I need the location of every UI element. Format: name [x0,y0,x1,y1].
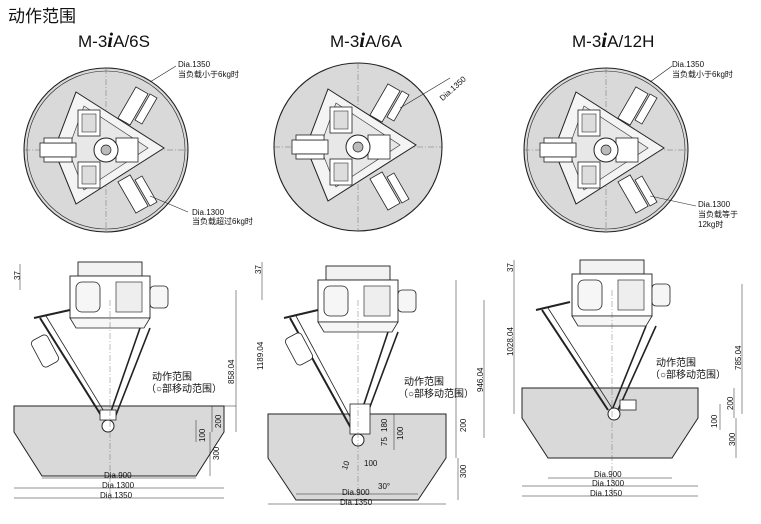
label-6s-load-lt6: 当负载小于6kg时 [178,70,239,79]
label-12h-dia1350: Dia.1350 [672,60,705,69]
side-view-6s [13,261,237,500]
dim-6a-offset100: 100 [364,459,378,468]
dim-6s-858: 858.04 [227,359,236,384]
dim-6a-75: 75 [380,437,389,446]
label-12h-load-lt6: 当负载小于6kg时 [672,70,733,79]
dim-6a-angle: 30° [378,482,391,491]
dim-6s-dia1300: Dia.1300 [102,481,135,490]
dim-12h-1028: 1028.04 [506,327,515,356]
dim-6s-dia1350: Dia.1350 [100,491,133,500]
model-title-6s: M-3iA/6S [78,28,150,52]
dim-6a-946: 946.04 [476,367,485,392]
dim-6a-dia900: Dia.900 [342,488,370,497]
dim-12h-100: 100 [710,414,719,428]
dim-6s-100: 100 [198,428,207,442]
label-6s-dia1350: Dia.1350 [178,60,211,69]
top-view-12h [523,65,697,233]
dim-12h-37: 37 [506,263,515,272]
label-6s-load-gt6: 当负载超过6kg时 [192,217,253,226]
dim-6s-300: 300 [212,446,221,460]
top-view-6s [23,65,189,233]
dim-6a-100: 100 [396,426,405,440]
dim-6a-180: 180 [380,418,389,432]
side-view-6a [261,262,485,506]
model-title-12h: M-3iA/12H [572,28,655,52]
dim-12h-785: 785.04 [734,345,743,370]
label-6s-dia1300: Dia.1300 [192,208,225,217]
range-label-6a: 动作范围 [404,377,444,388]
dim-6a-dia1350: Dia.1350 [340,498,373,507]
range-note-12h: （○部移动范围） [650,370,727,381]
dim-12h-dia900: Dia.900 [594,470,622,479]
dim-12h-200: 200 [726,396,735,410]
page-title: 动作范围 [8,7,76,26]
range-note-6s: （○部移动范围） [146,384,223,395]
dim-6a-1189: 1189.04 [256,341,265,370]
top-view-6a [273,62,451,232]
dim-6s-37: 37 [13,271,22,280]
dim-12h-300: 300 [728,432,737,446]
dim-6a-300: 300 [459,464,468,478]
dim-6a-37: 37 [254,265,263,274]
dim-6a-200: 200 [459,418,468,432]
dim-12h-dia1300: Dia.1300 [592,479,625,488]
label-12h-dia1300: Dia.1300 [698,200,731,209]
range-note-6a: （○部移动范围） [398,389,475,400]
side-view-12h [513,259,743,498]
range-label-12h: 动作范围 [656,358,696,369]
model-title-6a: M-3iA/6A [330,28,402,52]
dim-6s-200: 200 [214,414,223,428]
label-12h-load-eq: 当负载等于 [698,210,738,219]
dim-12h-dia1350: Dia.1350 [590,489,623,498]
label-12h-load-12: 12kg时 [698,220,724,229]
range-label-6s: 动作范围 [152,372,192,383]
dim-6s-dia900: Dia.900 [104,471,132,480]
